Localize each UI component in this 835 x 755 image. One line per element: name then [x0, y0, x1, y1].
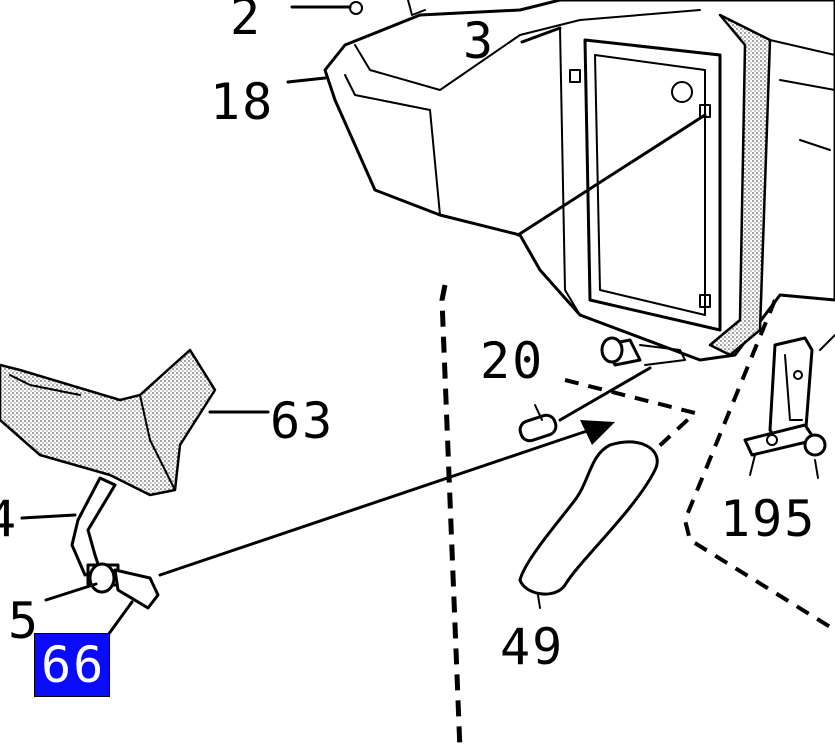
dashed-region	[564, 378, 700, 452]
callout-195: 195	[720, 490, 817, 548]
callout-3: 3	[463, 12, 496, 70]
dashed-boundary-left	[439, 284, 463, 751]
callout-49: 49	[500, 618, 565, 676]
callout-66-highlighted: 66	[34, 633, 111, 697]
rod-assembly	[20, 476, 160, 637]
leader-3	[520, 26, 562, 44]
callout-5: 5	[8, 592, 41, 650]
bracket-195	[743, 334, 835, 479]
callout-63: 63	[270, 392, 335, 450]
callout-18: 18	[210, 73, 275, 131]
heater-housing	[323, 0, 835, 362]
callout-20: 20	[480, 332, 545, 390]
callout-2: 2	[230, 0, 263, 46]
dashed-boundary-right	[682, 299, 835, 632]
leader-18	[286, 76, 327, 84]
connector-line	[158, 428, 592, 577]
pedal-63	[0, 348, 270, 497]
fitting-20	[518, 336, 686, 443]
leader-fastener	[516, 113, 707, 237]
hose-49	[518, 440, 659, 609]
arrow-head	[580, 420, 615, 445]
callout-4: 4	[0, 490, 19, 548]
